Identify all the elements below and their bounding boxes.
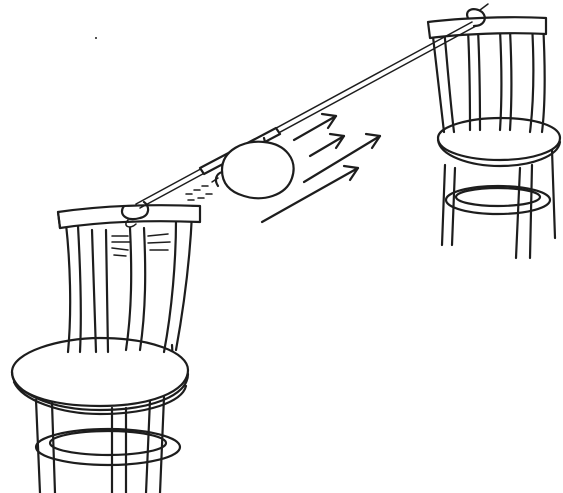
back-shading bbox=[112, 234, 170, 256]
left-chair bbox=[12, 202, 200, 493]
balloon-on-straw bbox=[200, 128, 294, 198]
exhaust-puff bbox=[186, 186, 212, 206]
speck bbox=[95, 37, 97, 39]
